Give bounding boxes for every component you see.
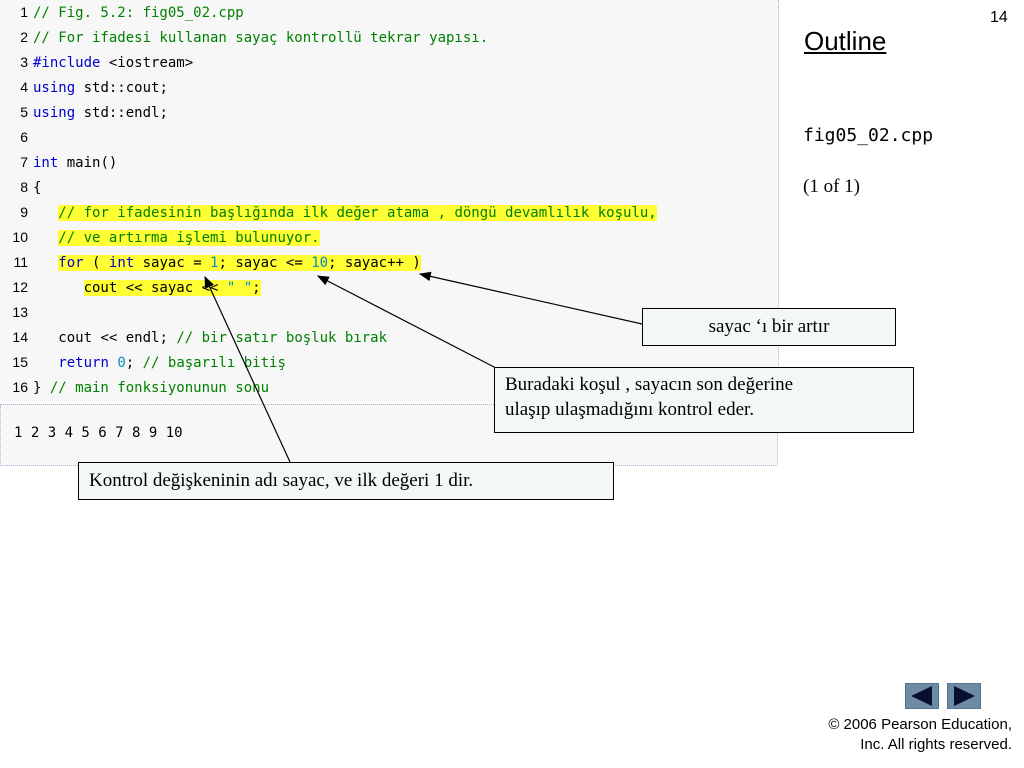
arrow-left-icon — [911, 686, 932, 706]
code-line-1: 1// Fig. 5.2: fig05_02.cpp — [20, 4, 244, 21]
callout-condition-line1: Buradaki koşul , sayacın son değerine — [505, 374, 794, 395]
next-slide-button[interactable] — [947, 683, 981, 709]
code-line-15: 15 return 0; // başarılı bitiş — [12, 354, 286, 371]
page-indicator: (1 of 1) — [803, 176, 860, 197]
arrow-right-icon — [954, 686, 975, 706]
code-line-3: 3#include <iostream> — [20, 54, 194, 71]
callout-increment: sayac ‘ı bir artır — [642, 308, 896, 346]
code-line-8: 8{ — [20, 179, 42, 196]
code-line-16: 16} // main fonksiyonunun sonu — [12, 379, 270, 396]
copyright-notice: © 2006 Pearson Education, Inc. All right… — [828, 716, 1012, 753]
code-line-10: 10 // ve artırma işlemi bulunuyor. — [12, 229, 320, 246]
previous-slide-button[interactable] — [905, 683, 939, 709]
code-line-9: 9 // for ifadesinin başlığında ilk değer… — [20, 204, 657, 221]
code-line-6: 6 — [20, 129, 28, 145]
file-name: fig05_02.cpp — [803, 125, 934, 146]
slide-number: 14 — [990, 9, 1008, 26]
output-text: 1 2 3 4 5 6 7 8 9 10 — [14, 425, 183, 441]
outline-link[interactable]: Outline — [804, 26, 887, 56]
code-line-13: 13 — [12, 304, 28, 320]
callout-condition-line2: ulaşıp ulaşmadığını kontrol eder. — [505, 399, 755, 420]
callout-variable: Kontrol değişkeninin adı sayac, ve ilk d… — [78, 462, 614, 500]
code-line-14: 14 cout << endl; // bir satır boşluk bır… — [12, 329, 388, 346]
callout-condition: Buradaki koşul , sayacın son değerine ul… — [494, 367, 914, 433]
code-line-2: 2// For ifadesi kullanan sayaç kontrollü… — [20, 29, 489, 46]
code-line-11: 11 for ( int sayac = 1; sayac <= 10; say… — [13, 254, 421, 271]
code-line-12: 12 cout << sayac << " "; — [12, 279, 261, 296]
